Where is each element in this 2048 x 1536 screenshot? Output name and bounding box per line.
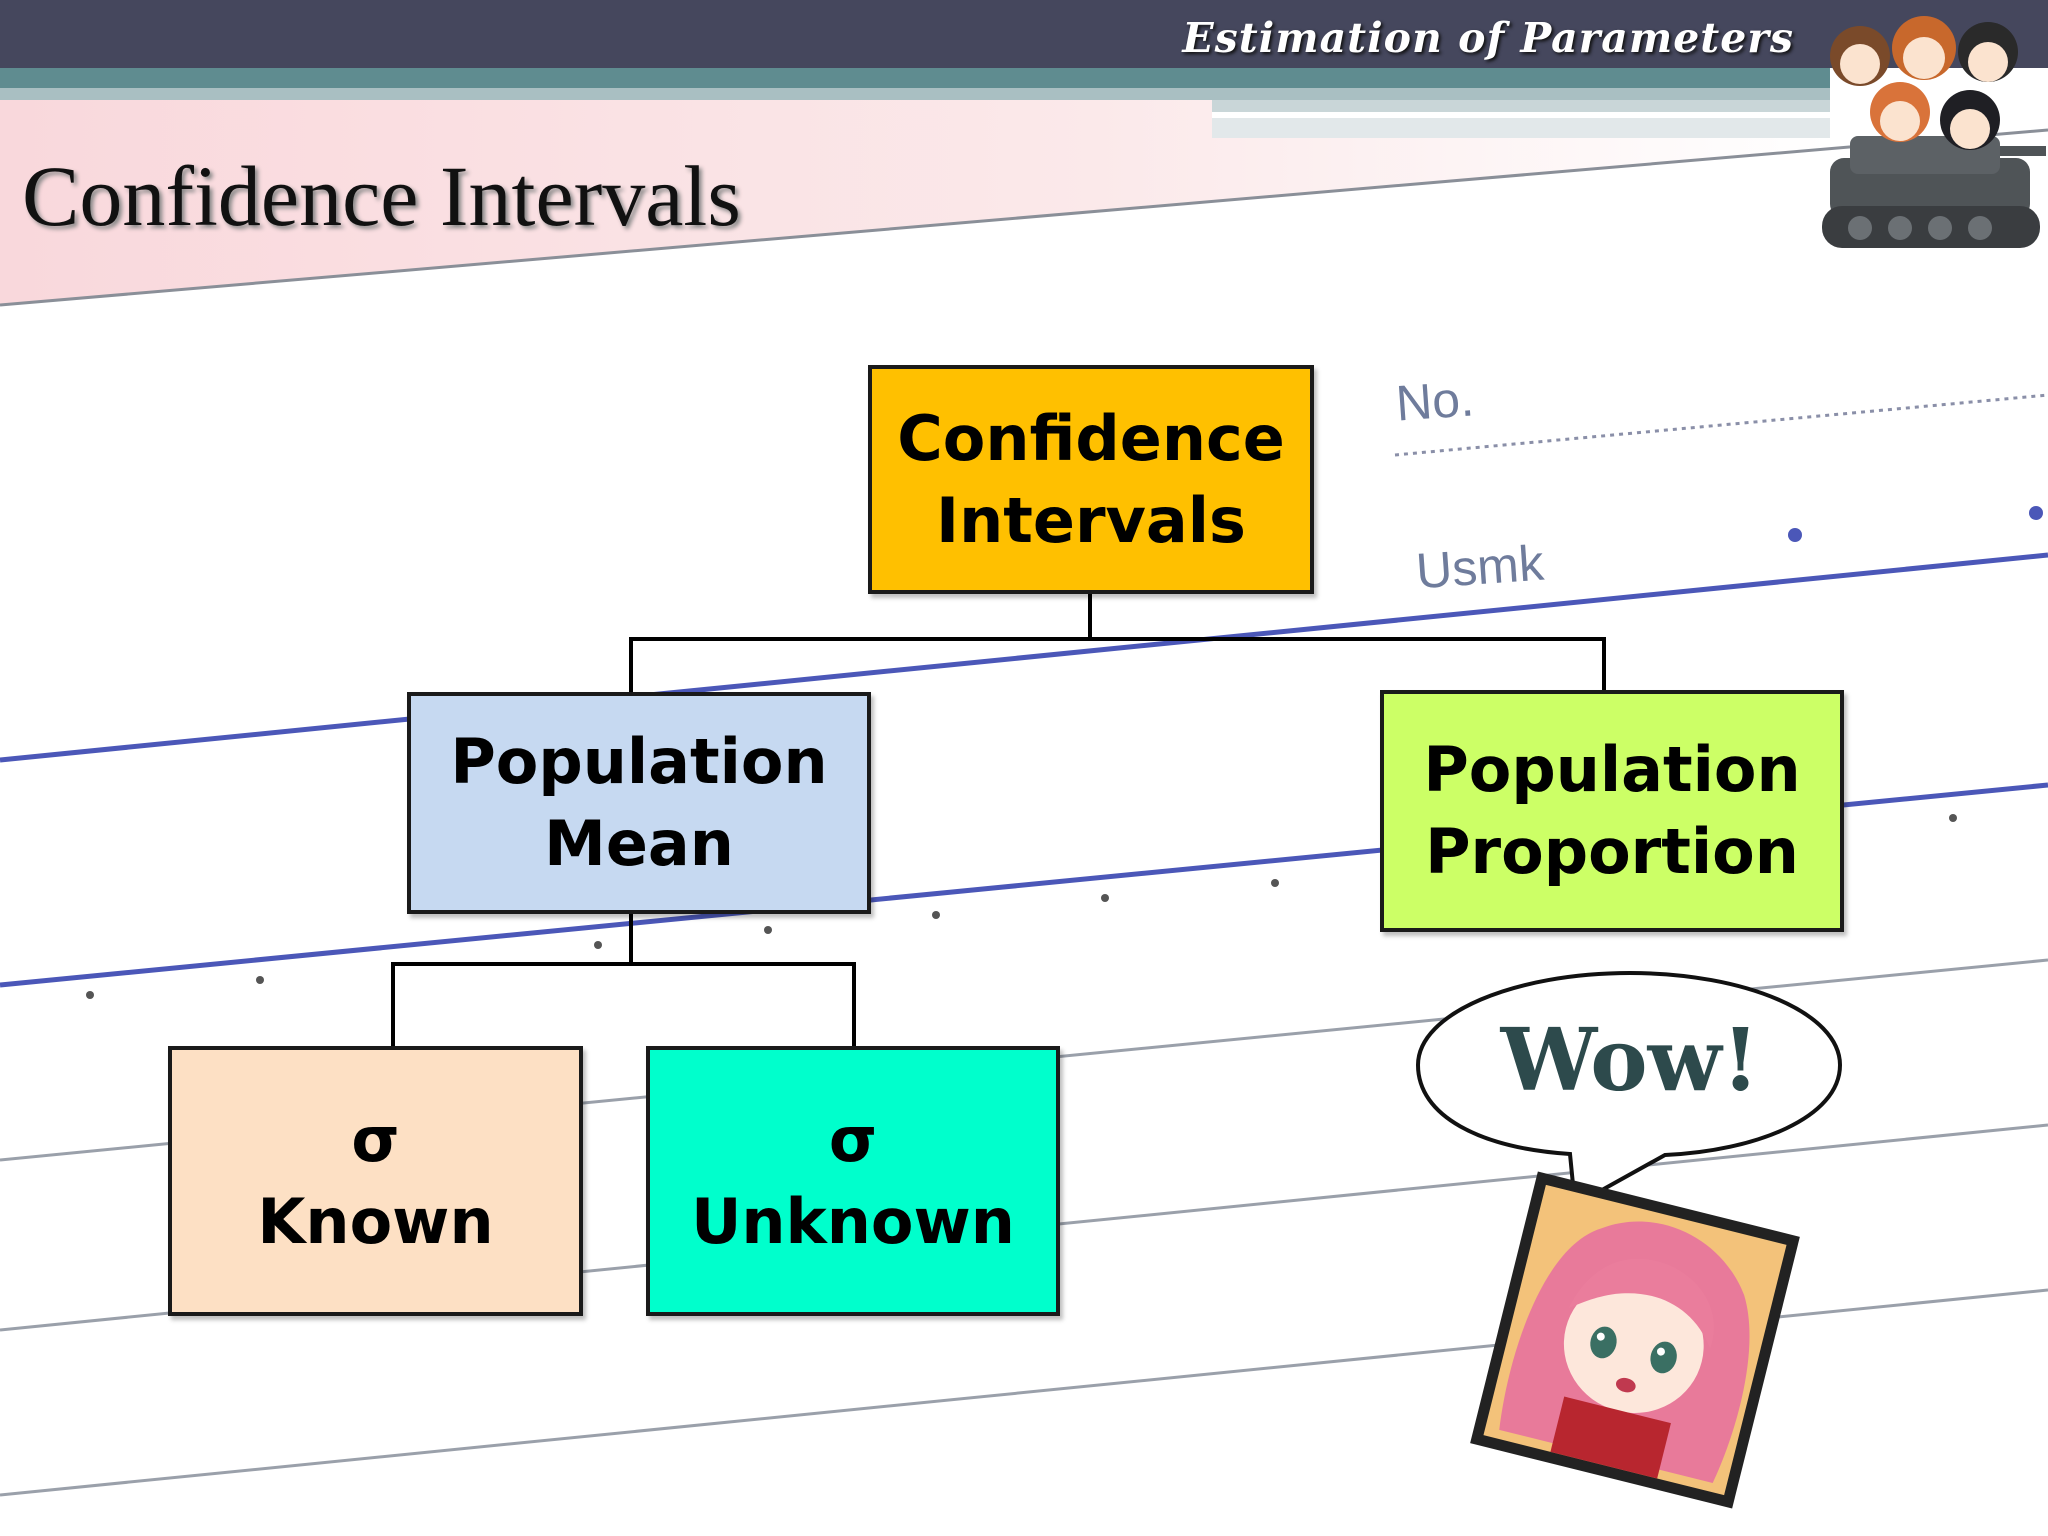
box-label-line2: Unknown [691, 1185, 1015, 1258]
speech-bubble-text: Wow! [1500, 1010, 1760, 1111]
header-stripe [1212, 118, 1830, 138]
notebook-brand: Usmk [1414, 534, 1546, 600]
population-mean-box: Population Mean [407, 692, 871, 914]
box-label-line2: Mean [544, 807, 734, 880]
subject-title: Estimation of Parameters [1182, 14, 1794, 62]
sigma-symbol: σ [351, 1103, 400, 1176]
sigma-symbol: σ [828, 1103, 878, 1176]
confidence-intervals-box: Confidence Intervals [868, 365, 1314, 594]
header-stripe [1212, 100, 1830, 112]
connector-line [1088, 590, 1092, 640]
header-stripe [0, 68, 1830, 88]
tank-characters-illustration [1822, 16, 2046, 248]
population-proportion-box: Population Proportion [1380, 690, 1844, 932]
connector-line [629, 910, 633, 966]
header-stripe [0, 88, 1830, 100]
box-label-line1: Confidence [897, 401, 1285, 475]
box-label-line1: Population [450, 725, 828, 798]
sigma-known-box: σ Known [168, 1046, 583, 1316]
connector-line [629, 637, 1606, 641]
slide-title: Confidence Intervals [22, 148, 741, 244]
connector-line [391, 962, 856, 966]
anime-girl-portrait [1470, 1171, 1800, 1509]
speech-bubble [1415, 970, 1843, 1209]
header-bar [0, 0, 2048, 68]
connector-line [1602, 637, 1606, 693]
box-label-line2: Known [257, 1185, 494, 1258]
connector-line [629, 637, 633, 693]
connector-line [852, 962, 856, 1050]
sigma-unknown-box: σ Unknown [646, 1046, 1060, 1316]
box-label-line1: Population [1423, 733, 1801, 806]
box-label-line2: Proportion [1425, 815, 1799, 888]
connector-line [391, 962, 395, 1050]
notebook-no-label: No. [1394, 370, 1476, 432]
box-label-line2: Intervals [936, 483, 1246, 557]
